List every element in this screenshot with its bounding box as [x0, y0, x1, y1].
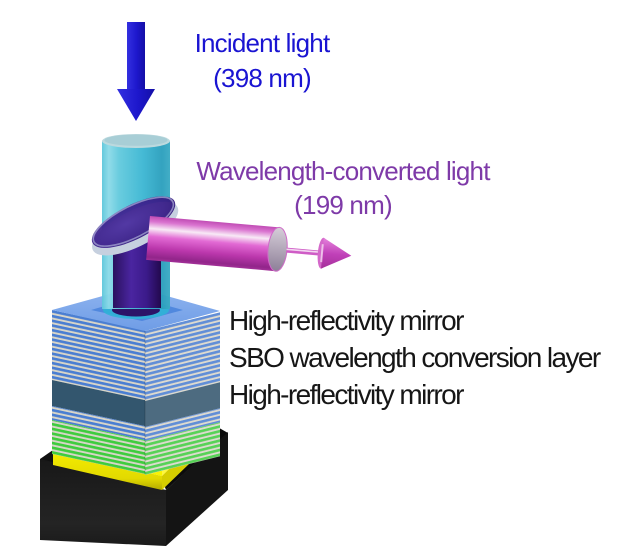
sbo-layer-right-face	[145, 382, 220, 427]
converted-light-title: Wavelength-converted light	[196, 156, 490, 186]
output-arrow	[286, 237, 352, 269]
bottom-mirror-label: High-reflectivity mirror	[229, 379, 464, 410]
top-mirror-front-face	[52, 310, 145, 401]
incident-light-label: Incident light (398 nm)	[112, 26, 412, 96]
converted-light-label: Wavelength-converted light (199 nm)	[183, 154, 503, 222]
sbo-layer-front-face	[52, 380, 145, 427]
stack-layer-labels: High-reflectivity mirror SBO wavelength …	[229, 302, 601, 413]
sbo-layer-label: SBO wavelength conversion layer	[229, 342, 601, 373]
top-mirror-right-face	[145, 312, 220, 401]
incident-arrow	[117, 22, 155, 121]
incident-light-wavelength: (398 nm)	[213, 63, 311, 93]
bottom-mirror-right-face	[145, 422, 220, 475]
bottom-mirror-front-face	[52, 420, 145, 475]
dichroic-mirror-disc	[91, 196, 179, 256]
converted-light-wavelength: (199 nm)	[294, 190, 392, 220]
device-stack	[52, 287, 220, 475]
converted-beam-cylinder	[146, 216, 352, 272]
top-mirror-label: High-reflectivity mirror	[229, 305, 464, 336]
incident-light-title: Incident light	[194, 28, 331, 58]
